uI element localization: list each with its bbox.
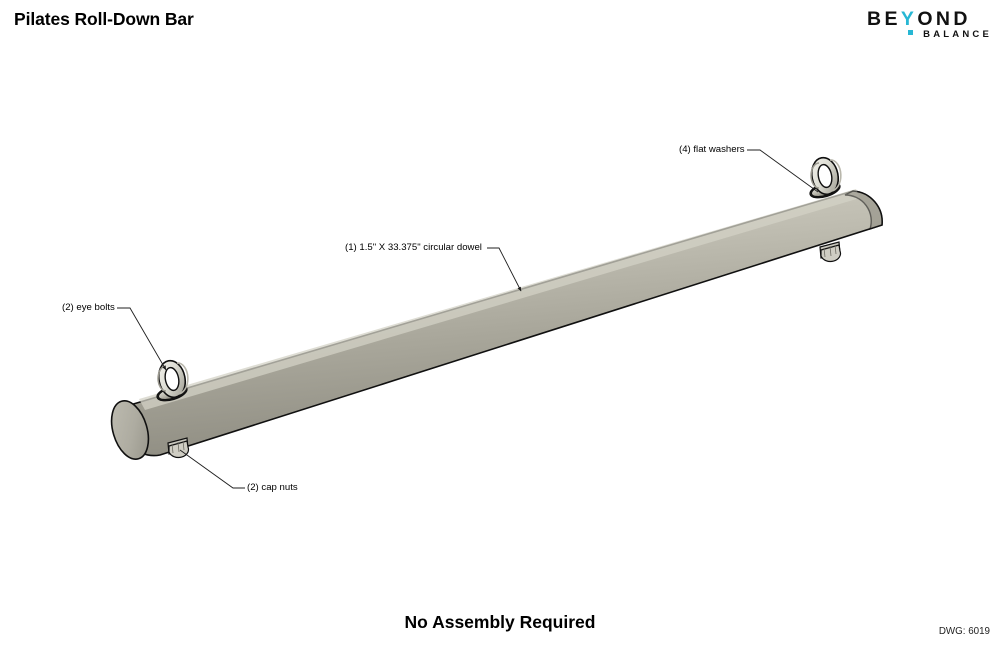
dowel-end-cap-near — [110, 400, 150, 460]
eye-bolt-right-rim-highlight — [829, 159, 842, 192]
cap-nut-right-facet-1 — [823, 247, 826, 258]
callout-label-cap-nuts: (2) cap nuts — [247, 482, 298, 493]
leader-line-cap-nuts — [179, 449, 245, 489]
eye-bolt-left-rim-highlight — [176, 362, 189, 395]
eye-bolt-right — [810, 156, 842, 196]
callout-label-flat-washers: (4) flat washers — [679, 144, 745, 155]
brand-logo-dot-icon — [908, 30, 913, 35]
assembly-note: No Assembly Required — [404, 612, 596, 632]
brand-logo: BEYOND BALANCE — [867, 8, 992, 44]
callout-label-dowel: (1) 1.5" X 33.375" circular dowel — [345, 242, 482, 253]
eye-bolt-right-eye-hole — [817, 163, 833, 189]
eye-bolt-left-eye-hole — [164, 366, 180, 392]
hardware-assembly-right — [809, 156, 842, 263]
brand-logo-wordmark: BEYOND — [867, 8, 992, 30]
circular-dowel — [110, 189, 883, 460]
brand-logo-be: BE — [867, 8, 901, 30]
dowel-highlight — [139, 189, 860, 410]
cap-nut-right — [819, 241, 842, 263]
cap-nut-right-facet-3 — [834, 244, 837, 255]
leader-line-eye-bolts — [117, 307, 167, 371]
brand-logo-ond: OND — [917, 8, 971, 30]
cap-nut-right-facet-2 — [829, 245, 832, 257]
cap-nut-left-facet-2 — [177, 441, 180, 453]
callout-label-eye-bolts: (2) eye bolts — [62, 302, 115, 313]
eye-bolt-right-inner-shade — [810, 162, 820, 189]
dowel-body — [122, 190, 883, 457]
cap-nut-left-facet-1 — [171, 443, 174, 454]
leader-lines — [117, 149, 819, 489]
page-title: Pilates Roll-Down Bar — [14, 9, 194, 29]
cap-nut-left — [167, 437, 190, 459]
dowel-end-cap-far — [844, 190, 883, 231]
brand-logo-subtitle: BALANCE — [923, 29, 992, 40]
drawing-number: DWG: 6019 — [938, 626, 990, 637]
cap-nut-left-facet-3 — [182, 440, 185, 451]
brand-logo-y-accent: Y — [900, 8, 918, 30]
leader-line-dowel — [487, 247, 522, 292]
leader-line-flat-washers — [747, 149, 819, 193]
